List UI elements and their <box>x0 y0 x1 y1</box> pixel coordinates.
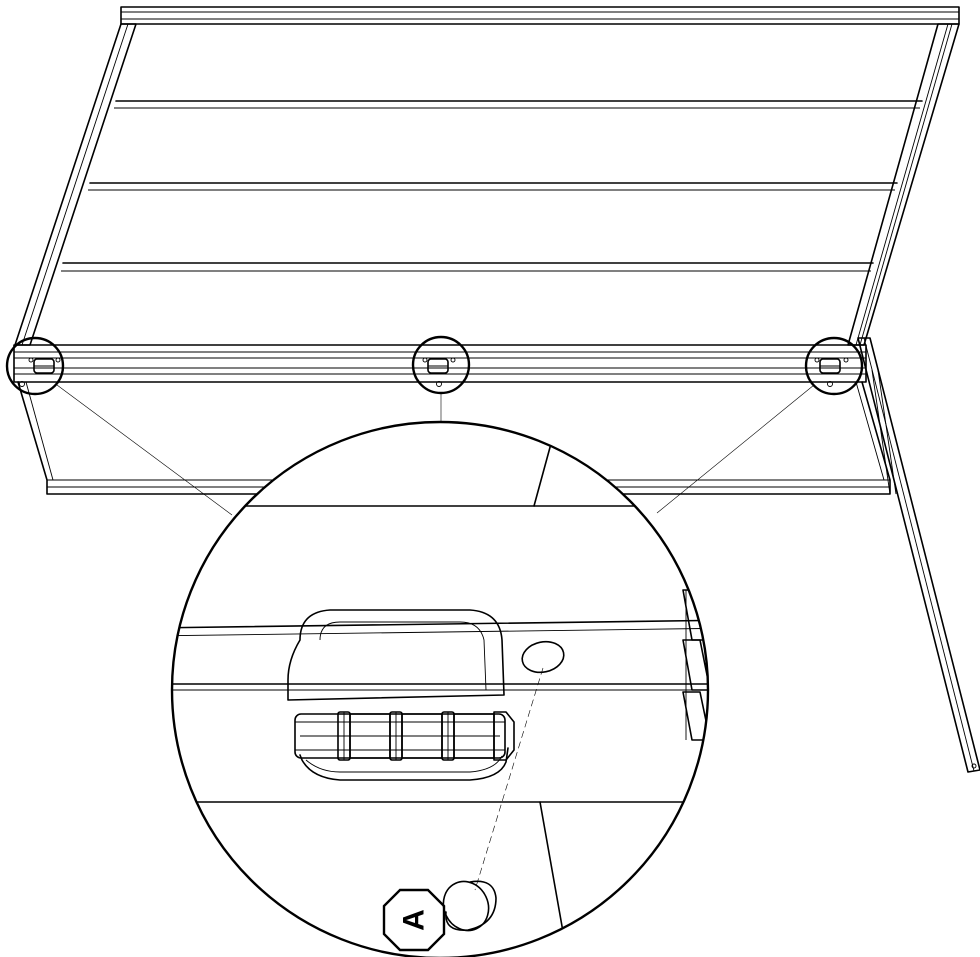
side-post <box>857 337 980 773</box>
panel-grooves <box>61 100 923 272</box>
hinge-barrel <box>294 711 515 761</box>
hinge-right <box>814 357 849 387</box>
callout-octagon-icon: A <box>382 888 446 952</box>
left-stile <box>14 23 137 346</box>
leader-lines <box>56 384 815 516</box>
callout-label: A <box>398 909 431 931</box>
hinge-rail <box>13 344 867 383</box>
top-rail <box>120 6 960 25</box>
rail-hole <box>521 640 565 674</box>
door-panel <box>13 6 980 773</box>
hinge-left <box>19 357 61 387</box>
plug-part <box>442 880 497 932</box>
hinge-middle <box>422 357 456 387</box>
right-stile <box>847 23 960 346</box>
hinge-leaf <box>287 609 505 701</box>
magnifier-border <box>170 420 710 957</box>
detail-magnifier-icon <box>170 420 710 957</box>
callout-circle-right <box>804 336 864 396</box>
callout-circle-left <box>5 336 65 396</box>
